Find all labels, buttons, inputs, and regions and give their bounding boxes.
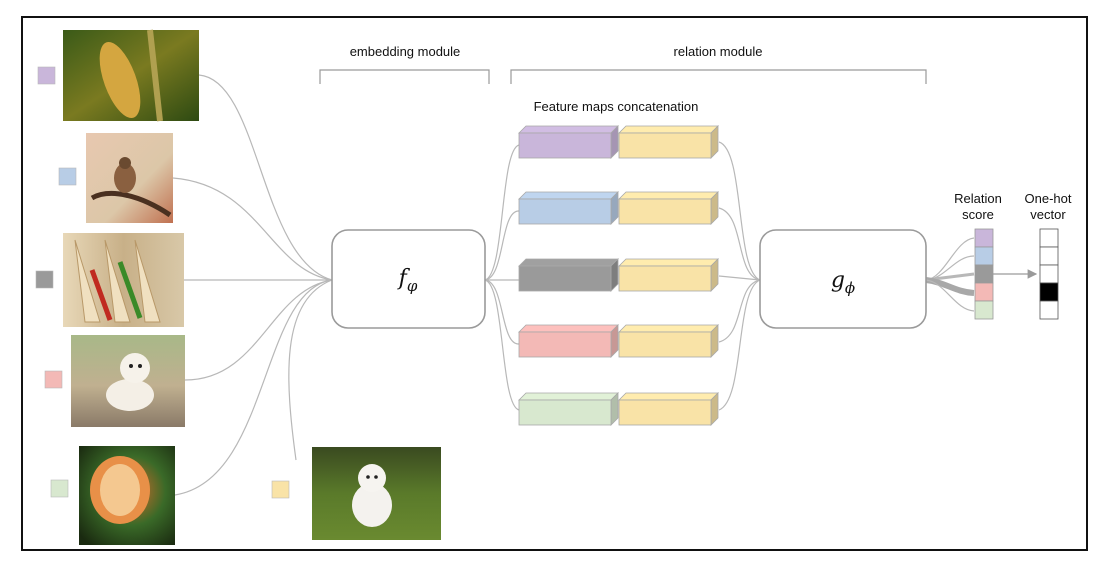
relation-score-column bbox=[974, 228, 994, 320]
query-feature-map-5 bbox=[618, 392, 719, 426]
relation-score-cell-2 bbox=[974, 246, 994, 266]
query-feature-map-3 bbox=[618, 258, 719, 292]
support-image-discus-fish bbox=[79, 446, 175, 545]
onehot-label-line1: One-hot bbox=[1025, 191, 1072, 206]
relation-score-cell-5 bbox=[974, 300, 994, 320]
support-image-puppy bbox=[71, 335, 185, 427]
support-feature-map-2 bbox=[518, 191, 619, 225]
relation-module-label: relation module bbox=[674, 44, 763, 59]
support-feature-map-5 bbox=[518, 392, 619, 426]
support-feature-map-1 bbox=[518, 125, 619, 159]
class-color-swatches bbox=[35, 66, 290, 499]
query-class-swatch bbox=[271, 480, 290, 499]
relation-function-box: gϕ bbox=[759, 229, 927, 329]
support-class-swatch-3 bbox=[35, 270, 54, 289]
query-image-white-puppy bbox=[312, 447, 441, 540]
relation-score-cell-3 bbox=[974, 264, 994, 284]
relation-function-symbol: gϕ bbox=[831, 268, 855, 297]
onehot-cell-3 bbox=[1039, 264, 1059, 284]
support-class-swatch-4 bbox=[44, 370, 63, 389]
query-feature-map-4 bbox=[618, 324, 719, 358]
support-feature-map-3 bbox=[518, 258, 619, 292]
onehot-label-line2: vector bbox=[1030, 207, 1066, 222]
support-class-swatch-5 bbox=[50, 479, 69, 498]
support-image-corn bbox=[63, 29, 199, 122]
relation-score-label-line2: score bbox=[962, 207, 994, 222]
support-image-sparrow bbox=[86, 133, 173, 223]
onehot-cell-1 bbox=[1039, 228, 1059, 248]
onehot-cell-2 bbox=[1039, 246, 1059, 266]
query-feature-map-2 bbox=[618, 191, 719, 225]
relation-module-bracket bbox=[510, 69, 927, 84]
embedding-function-box: fφ bbox=[331, 229, 486, 329]
query-feature-map-1 bbox=[618, 125, 719, 159]
support-class-swatch-1 bbox=[37, 66, 56, 85]
support-feature-map-4 bbox=[518, 324, 619, 358]
embedding-to-feature-connectors bbox=[484, 144, 520, 411]
onehot-cell-5 bbox=[1039, 300, 1059, 320]
feature-maps-concatenation-label: Feature maps concatenation bbox=[534, 99, 699, 114]
feature-to-relation-connectors bbox=[718, 141, 761, 411]
relation-to-score-connectors bbox=[925, 237, 975, 312]
support-image-sandwiches bbox=[63, 233, 184, 327]
support-class-swatch-2 bbox=[58, 167, 77, 186]
relation-score-cell-4 bbox=[974, 282, 994, 302]
relation-score-label-line1: Relation bbox=[954, 191, 1002, 206]
embedding-module-label: embedding module bbox=[350, 44, 461, 59]
onehot-vector-column bbox=[1039, 228, 1059, 320]
feature-map-pairs bbox=[518, 125, 719, 426]
image-to-embedding-connectors bbox=[172, 74, 333, 496]
onehot-cell-4 bbox=[1039, 282, 1059, 302]
embedding-module-bracket bbox=[319, 69, 490, 84]
relation-score-cell-1 bbox=[974, 228, 994, 248]
